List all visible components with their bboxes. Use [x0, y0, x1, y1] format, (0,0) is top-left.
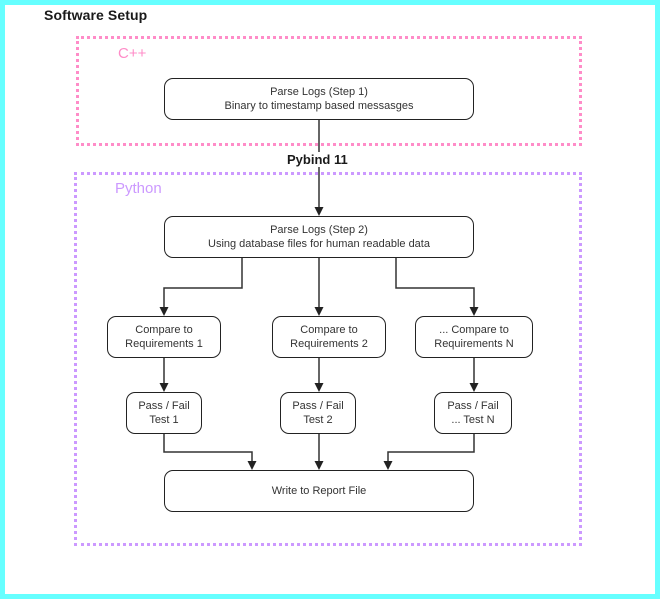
node-pass-fail-test-1[interactable]: Pass / Fail Test 1 — [126, 392, 202, 434]
node-write-to-report-file[interactable]: Write to Report File — [164, 470, 474, 512]
node-parse-logs-step-1[interactable]: Parse Logs (Step 1) Binary to timestamp … — [164, 78, 474, 120]
page-title: Software Setup — [44, 7, 148, 23]
group-container-cpp — [76, 36, 582, 146]
node-compare-requirements-2[interactable]: Compare to Requirements 2 — [272, 316, 386, 358]
node-pass-fail-test-n[interactable]: Pass / Fail ... Test N — [434, 392, 512, 434]
node-parse-logs-step-2-line2: Using database files for human readable … — [208, 238, 430, 250]
node-pass-fail-test-n-line1: Pass / Fail — [447, 400, 499, 412]
node-pass-fail-test-2-line2: Test 2 — [303, 414, 333, 426]
node-compare-requirements-n[interactable]: ... Compare to Requirements N — [415, 316, 533, 358]
node-pass-fail-test-1-line1: Pass / Fail — [138, 400, 190, 412]
node-compare-requirements-1-line1: Compare to — [135, 324, 193, 336]
node-compare-requirements-1-line2: Requirements 1 — [125, 338, 203, 350]
node-parse-logs-step-1-line2: Binary to timestamp based messasges — [224, 100, 414, 112]
group-label-python: Python — [115, 180, 162, 197]
node-compare-requirements-n-line2: Requirements N — [434, 338, 514, 350]
group-label-cpp: C++ — [118, 45, 147, 62]
node-compare-requirements-n-line1: ... Compare to — [439, 324, 509, 336]
node-pass-fail-test-1-line2: Test 1 — [149, 414, 179, 426]
group-container-python — [74, 172, 582, 546]
node-parse-logs-step-2-line1: Parse Logs (Step 2) — [270, 224, 368, 236]
node-pass-fail-test-2-line1: Pass / Fail — [292, 400, 344, 412]
node-compare-requirements-2-line1: Compare to — [300, 324, 358, 336]
node-compare-requirements-2-line2: Requirements 2 — [290, 338, 368, 350]
node-parse-logs-step-2[interactable]: Parse Logs (Step 2) Using database files… — [164, 216, 474, 258]
node-pass-fail-test-2[interactable]: Pass / Fail Test 2 — [280, 392, 356, 434]
node-compare-requirements-1[interactable]: Compare to Requirements 1 — [107, 316, 221, 358]
bridge-label-pybind: Pybind 11 — [283, 152, 352, 167]
node-write-to-report-file-line1: Write to Report File — [271, 485, 367, 497]
node-parse-logs-step-1-line1: Parse Logs (Step 1) — [270, 86, 368, 98]
node-pass-fail-test-n-line2: ... Test N — [451, 414, 495, 426]
